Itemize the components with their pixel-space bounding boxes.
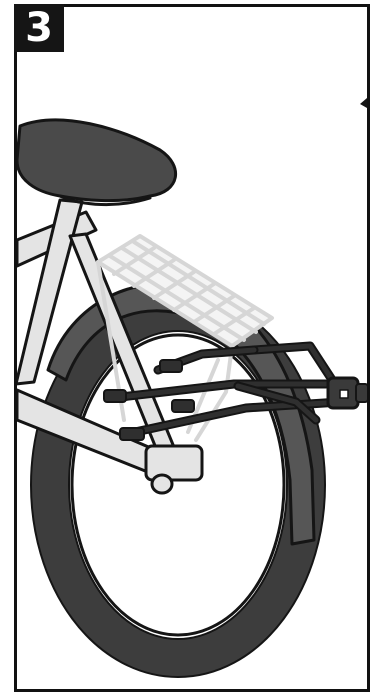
saddle [17, 120, 176, 201]
step-number-badge: 3 [14, 4, 64, 52]
rear-axle-nut [152, 475, 172, 493]
arrow-icon [360, 92, 374, 112]
rear-dropout [146, 446, 202, 480]
rack-clamp [328, 378, 368, 408]
